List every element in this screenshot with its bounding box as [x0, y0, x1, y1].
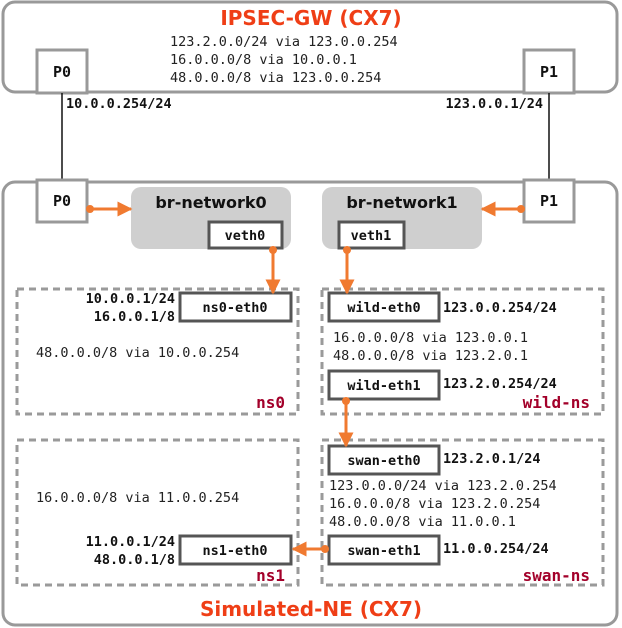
iface-swan-eth1-label: swan-eth1: [347, 543, 420, 559]
gw-route-1: 123.2.0.0/24 via 123.0.0.254: [170, 34, 398, 50]
gw-ip-p1: 123.0.0.1/24: [445, 96, 543, 112]
wild-ns-label: wild-ns: [523, 393, 590, 412]
gw-route-3: 48.0.0.0/8 via 123.0.0.254: [170, 70, 381, 86]
iface-wild-eth0-label: wild-eth0: [347, 300, 420, 316]
gw-ip-p0: 10.0.0.254/24: [66, 96, 172, 112]
iface-wild-eth1: [327, 369, 441, 401]
bridge-br-network0-label: br-network0: [155, 193, 266, 212]
dot-veth0: [269, 246, 277, 254]
wild-ns-box: [320, 287, 605, 416]
ne-port-p1: [522, 178, 576, 224]
simulated-ne-box: [1, 180, 619, 627]
wild-route-1: 16.0.0.0/8 via 123.0.0.1: [333, 330, 528, 346]
gw-port-p1: [522, 48, 576, 95]
iface-swan-eth0-label: swan-eth0: [347, 453, 420, 469]
gw-port-p1-label: P1: [540, 63, 558, 81]
iface-veth0: [207, 220, 284, 250]
iface-swan-eth0: [327, 444, 441, 476]
dot-p0: [86, 205, 94, 213]
link-dots: [86, 205, 525, 553]
swan-eth0-ip: 123.2.0.1/24: [443, 451, 541, 467]
wild-route-2: 48.0.0.0/8 via 123.2.0.1: [333, 348, 528, 364]
dot-veth1: [343, 246, 351, 254]
ipsec-gw-title: IPSEC-GW (CX7): [220, 6, 401, 30]
simulated-ne-title: Simulated-NE (CX7): [200, 597, 422, 621]
ipsec-gw-box: [1, 0, 619, 94]
swan-eth1-ip: 11.0.0.254/24: [443, 541, 549, 557]
wild-eth1-ip: 123.2.0.254/24: [443, 376, 557, 392]
ns0-box: [15, 287, 300, 416]
ne-port-p0-label: P0: [53, 192, 71, 210]
wild-eth0-ip: 123.0.0.254/24: [443, 300, 557, 316]
swan-route-1: 123.0.0.0/24 via 123.2.0.254: [329, 478, 557, 494]
ns1-ip-2: 48.0.0.1/8: [94, 552, 175, 568]
ns1-label: ns1: [256, 566, 285, 585]
swan-route-2: 16.0.0.0/8 via 123.2.0.254: [329, 496, 540, 512]
dot-swan-eth1: [321, 545, 329, 553]
iface-veth1: [337, 220, 406, 250]
ns1-route-1: 16.0.0.0/8 via 11.0.0.254: [36, 490, 239, 506]
dot-p1: [517, 205, 525, 213]
iface-ns1-eth0-label: ns1-eth0: [202, 543, 267, 559]
iface-ns1-eth0: [178, 534, 293, 566]
iface-veth0-label: veth0: [225, 228, 266, 244]
ns1-ip-1: 11.0.0.1/24: [86, 534, 175, 550]
ns0-label: ns0: [256, 393, 285, 412]
swan-route-3: 48.0.0.0/8 via 11.0.0.1: [329, 514, 516, 530]
gw-route-2: 16.0.0.0/8 via 10.0.0.1: [170, 52, 357, 68]
iface-wild-eth0: [327, 291, 441, 323]
link-arrows: [90, 201, 521, 557]
swan-ns-label: swan-ns: [523, 566, 590, 585]
ns0-ip-1: 10.0.0.1/24: [86, 291, 175, 307]
bridge-br-network1-label: br-network1: [346, 193, 457, 212]
iface-swan-eth1: [327, 534, 441, 566]
iface-wild-eth1-label: wild-eth1: [347, 378, 420, 394]
ns0-ip-2: 16.0.0.1/8: [94, 309, 175, 325]
iface-ns0-eth0-label: ns0-eth0: [202, 300, 267, 316]
ne-port-p0: [35, 178, 89, 224]
ne-port-p1-label: P1: [540, 192, 558, 210]
gw-port-p0-label: P0: [53, 63, 71, 81]
iface-ns0-eth0: [178, 291, 293, 323]
gw-port-p0: [35, 48, 89, 95]
dot-wild-eth1: [342, 397, 350, 405]
ns1-box: [15, 438, 300, 587]
swan-ns-box: [320, 438, 605, 587]
ns0-route-1: 48.0.0.0/8 via 10.0.0.254: [36, 345, 239, 361]
iface-veth1-label: veth1: [351, 228, 392, 244]
